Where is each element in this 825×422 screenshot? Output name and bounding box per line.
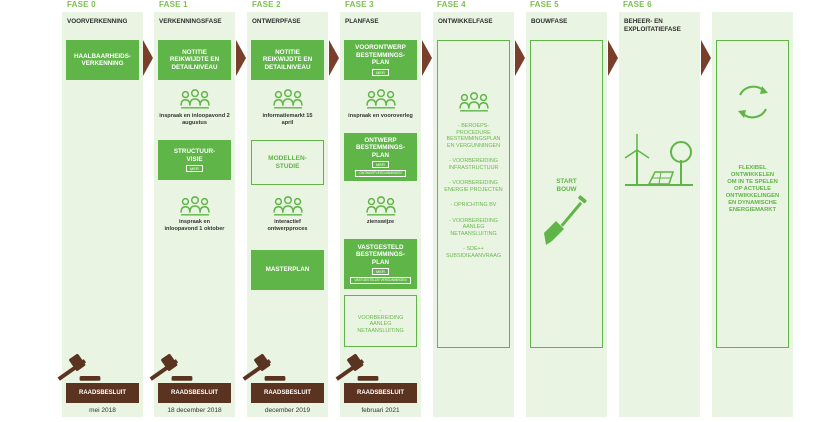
people-icon (180, 88, 210, 110)
start-bouw-label: START BOUW (556, 178, 577, 193)
fase4-item-5: - SDE++ SUBSIDIEAANVRAAG (445, 246, 502, 259)
flexibel-box: FLEXIBEL ONTWIKKELEN OM IN TE SPELEN OP … (716, 40, 789, 348)
notitie-box-2: NOTITIE REIKWIJDTE EN DETAILNIVEAU (251, 40, 324, 80)
fase4-item-3: - OPRICHTING BV (450, 202, 497, 208)
inspraak-text-2: inspraak en inloopavond 1 oktober (164, 219, 225, 232)
haalbaarheid-box: HAALBAARHEIDS-VERKENNING (66, 40, 139, 80)
ontwikkelfase-box: - BEROEPS-PROCEDURE BESTEMMINGSPLAN EN V… (437, 40, 510, 348)
phase-label-5: FASE 5 (530, 0, 559, 9)
gavel-icon (146, 352, 194, 384)
phase-title-4: ONTWIKKELFASE (438, 18, 493, 25)
date-1: 18 december 2018 (167, 407, 222, 414)
raadsbesluit-2: RAADSBESLUIT (251, 383, 324, 403)
phase-column-7: FLEXIBEL ONTWIKKELEN OM IN TE SPELEN OP … (712, 12, 793, 417)
flexibel-label: FLEXIBEL ONTWIKKELEN OM IN TE SPELEN OP … (725, 165, 780, 213)
phase-label-0: FASE 0 (67, 0, 96, 9)
phase-title-3: PLANFASE (345, 18, 379, 25)
structuurvisie-label: STRUCTUUR-VISIE (173, 148, 216, 163)
inspraak-text-1: inspraak en inloopavond 2 augustus (159, 113, 230, 126)
arrow-icon-2 (236, 40, 246, 76)
raadsbesluit-0: RAADSBESLUIT (66, 383, 139, 403)
structuurvisie-box: STRUCTUUR-VISIE MER (158, 140, 231, 180)
arrow-icon-3 (329, 40, 339, 76)
people-icon (273, 195, 303, 217)
bouwfase-box: START BOUW (530, 40, 603, 348)
voorontwerp-label: VOORONTWERP BESTEMMINGS-PLAN (355, 44, 406, 67)
people-icon (459, 91, 489, 113)
netaansluiting-box: - VOORBEREIDING AANLEG NETAANSLUITING (344, 295, 417, 347)
fase4-item-2: - VOORBEREIDING ENERGIE PROJECTEN (444, 180, 503, 193)
cycle-icon (737, 85, 768, 119)
notitie-box-1: NOTITIE REIKWIJDTE EN DETAILNIVEAU (158, 40, 231, 80)
arrow-icon-5 (515, 40, 525, 76)
fase4-item-0: - BEROEPS-PROCEDURE BESTEMMINGSPLAN EN V… (446, 123, 501, 149)
arrow-icon-1 (143, 40, 153, 76)
phase-label-6: FASE 6 (623, 0, 652, 9)
phase-column-2: ONTWERPFASE NOTITIE REIKWIJDTE EN DETAIL… (247, 12, 328, 417)
vastgesteld-bp-label: VASTGESTELD BESTEMMINGS-PLAN (356, 243, 405, 266)
informatiemarkt-text: informatiemarkt 15 april (262, 113, 313, 126)
fase4-item-1: - VOORBEREIDING INFRASTRUCTUUR (448, 158, 499, 171)
gavel-icon (239, 352, 287, 384)
phase-title-5: BOUWFASE (531, 18, 568, 25)
arrow-icon-7 (701, 40, 711, 76)
masterplan-box: MASTERPLAN (251, 250, 324, 290)
shovel-icon (543, 195, 587, 245)
phase-column-5: BOUWFASE START BOUW (526, 12, 607, 417)
phase-label-2: FASE 2 (252, 0, 281, 9)
people-icon (366, 88, 396, 110)
raadsbesluit-3: RAADSBESLUIT (344, 383, 417, 403)
ontwerpvergunningen-tag: ONTWERPVERGUNNINGEN (355, 170, 406, 178)
ontwerp-bp-box: ONTWERP BESTEMMINGS-PLAN MER ONTWERPVERG… (344, 133, 417, 181)
date-0: mei 2018 (89, 407, 116, 414)
phase-column-3: PLANFASE VOORONTWERP BESTEMMINGS-PLAN ME… (340, 12, 421, 417)
energy-landscape-icon (624, 134, 693, 186)
modellenstudie-box: MODELLEN-STUDIE (251, 140, 324, 185)
vastgesteld-bp-box: VASTGESTELD BESTEMMINGS-PLAN MER VASTGES… (344, 239, 417, 289)
fase4-item-4: - VOORBEREIDING AANLEG NETAANSLUITING (449, 217, 498, 237)
people-icon (366, 195, 396, 217)
gavel-icon (332, 352, 380, 384)
phase-title-0: VOORVERKENNING (67, 18, 128, 25)
phase-label-4: FASE 4 (437, 0, 466, 9)
gavel-icon (54, 352, 102, 384)
vastgestelde-vergunningen-tag: VASTGESTELDE VERGUNNINGEN (350, 277, 411, 285)
phase-title-2: ONTWERPFASE (252, 18, 301, 25)
phase-title-6: BEHEER- EN EXPLOITATIEFASE (624, 18, 681, 33)
phase-column-1: VERKENNINGSFASE NOTITIE REIKWIJDTE EN DE… (154, 12, 235, 417)
mer-tag: MER (372, 161, 389, 169)
phase-column-4: ONTWIKKELFASE - BEROEPS-PROCEDURE BESTEM… (433, 12, 514, 417)
mer-tag: MER (186, 165, 203, 172)
date-2: december 2019 (264, 407, 311, 414)
mer-tag: MER (372, 68, 389, 76)
raadsbesluit-1: RAADSBESLUIT (158, 383, 231, 403)
date-3: februari 2021 (361, 407, 400, 414)
arrow-icon-4 (422, 40, 432, 76)
arrow-icon-6 (608, 40, 618, 76)
phase-title-1: VERKENNINGSFASE (159, 18, 222, 25)
interactief-text: interactief ontwerpproces (267, 219, 308, 232)
ontwerp-bp-label: ONTWERP BESTEMMINGS-PLAN (356, 136, 405, 159)
zienswijze-text: zienswijze (366, 219, 395, 225)
phase-column-6: BEHEER- EN EXPLOITATIEFASE (619, 12, 700, 417)
voorontwerp-box: VOORONTWERP BESTEMMINGS-PLAN MER (344, 40, 417, 80)
people-icon (273, 88, 303, 110)
people-icon (180, 195, 210, 217)
phase-label-1: FASE 1 (159, 0, 188, 9)
phase-column-0: VOORVERKENNING HAALBAARHEIDS-VERKENNING (62, 12, 143, 417)
phase-label-3: FASE 3 (345, 0, 374, 9)
vooroverleg-text: inspraak en vooroverleg (348, 113, 413, 119)
mer-tag: MER (372, 268, 389, 276)
